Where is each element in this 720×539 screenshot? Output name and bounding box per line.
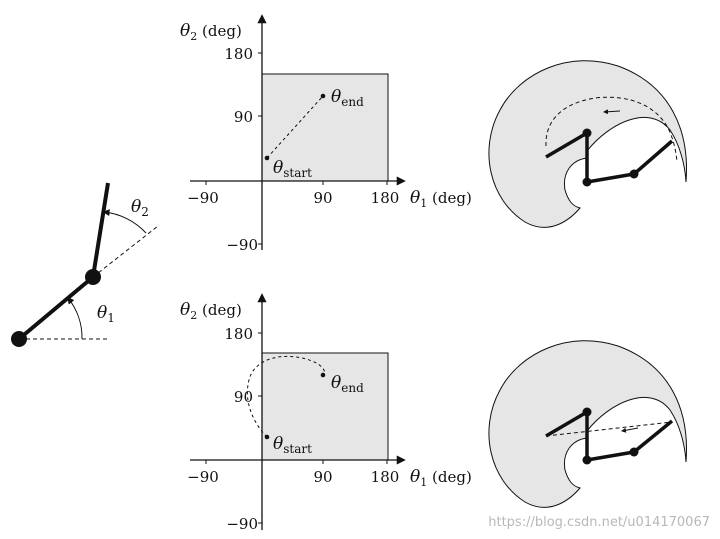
end-label: θend bbox=[331, 87, 364, 109]
arm-link-outer bbox=[545, 410, 588, 438]
arm-joint bbox=[629, 447, 639, 457]
joint-space-path bbox=[246, 355, 325, 438]
end-point bbox=[320, 93, 326, 99]
y-tick-neg90: −90 bbox=[226, 236, 258, 254]
x-axis-label: θ1 (deg) bbox=[410, 467, 472, 489]
y-tick-180: 180 bbox=[224, 45, 253, 63]
end-label: θend bbox=[331, 373, 364, 395]
watermark: https://blog.csdn.net/u014170067 bbox=[488, 515, 710, 530]
joint-limits-region bbox=[261, 352, 389, 461]
theta2-label: θ2 bbox=[131, 197, 149, 219]
start-label: θstart bbox=[273, 434, 312, 456]
joint-space-plot-bottom: θ2 (deg) θ1 (deg) 180 90 −90 −90 90 180 … bbox=[180, 293, 472, 533]
joint-space-plot-top: θ2 (deg) θ1 (deg) 180 90 −90 −90 90 180 … bbox=[180, 14, 472, 254]
theta2-arc bbox=[102, 209, 147, 234]
two-link-arm: θ1 θ2 bbox=[11, 182, 159, 347]
arm-joint bbox=[582, 455, 592, 465]
theta1-label: θ1 bbox=[97, 303, 115, 325]
start-point bbox=[264, 155, 270, 161]
x-tick-neg90: −90 bbox=[187, 468, 219, 486]
arm-link-base bbox=[586, 450, 635, 462]
end-point bbox=[320, 372, 326, 378]
workspace-top bbox=[488, 60, 687, 228]
joint-space-path bbox=[266, 95, 324, 159]
arm-link-tip bbox=[632, 419, 674, 454]
link-1 bbox=[17, 275, 95, 341]
end-effector-path bbox=[545, 421, 673, 437]
y-tick-180: 180 bbox=[224, 325, 253, 343]
arm-joint bbox=[582, 177, 592, 187]
link1-extension-line bbox=[92, 225, 159, 278]
y-tick-90: 90 bbox=[234, 108, 253, 126]
link-2 bbox=[91, 182, 110, 278]
arm-joint bbox=[582, 128, 592, 138]
direction-arrow bbox=[621, 427, 639, 433]
y-axis-label: θ2 (deg) bbox=[180, 300, 242, 322]
arm-link-outer bbox=[545, 131, 588, 159]
direction-arrow bbox=[603, 109, 621, 115]
workspace-bottom bbox=[488, 340, 687, 508]
x-tick-180: 180 bbox=[371, 468, 400, 486]
base-joint bbox=[11, 331, 27, 347]
start-point bbox=[264, 434, 270, 440]
arm-link-base bbox=[586, 172, 635, 184]
x-tick-90: 90 bbox=[313, 468, 332, 486]
x-axis-label: θ1 (deg) bbox=[410, 188, 472, 210]
arm-joint bbox=[582, 407, 592, 417]
theta1-arc bbox=[67, 296, 83, 340]
y-tick-neg90: −90 bbox=[226, 515, 258, 533]
y-tick-90: 90 bbox=[234, 388, 253, 406]
arm-link-tip bbox=[632, 139, 674, 176]
x-tick-180: 180 bbox=[371, 189, 400, 207]
x-tick-neg90: −90 bbox=[187, 189, 219, 207]
y-axis-label: θ2 (deg) bbox=[180, 21, 242, 43]
arm-joint bbox=[629, 169, 639, 179]
elbow-joint bbox=[85, 269, 101, 285]
x-tick-90: 90 bbox=[313, 189, 332, 207]
start-label: θstart bbox=[273, 158, 312, 180]
end-effector-path bbox=[545, 96, 678, 163]
joint-limits-region bbox=[261, 73, 389, 182]
